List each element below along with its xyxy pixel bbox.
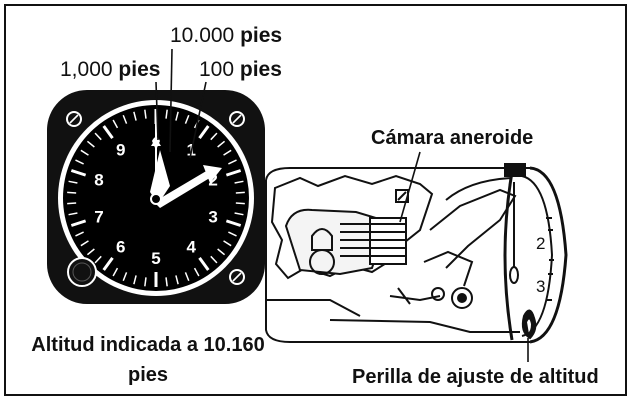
dial-tick <box>223 240 232 247</box>
dial-number: 5 <box>151 249 160 268</box>
dial-number: 6 <box>116 238 125 257</box>
knob-icon <box>67 257 97 287</box>
hand-1000 <box>150 150 170 204</box>
dial-tick <box>217 140 226 148</box>
dial-tick <box>165 109 168 119</box>
side-dial-numbers: 23 <box>536 234 545 296</box>
dial-tick <box>70 219 87 227</box>
dial-tick <box>235 202 245 205</box>
aneroid-chamber-icon <box>340 189 409 265</box>
dial-tick <box>175 275 179 285</box>
dial-tick <box>80 149 89 156</box>
dial-tick <box>68 212 78 216</box>
dial-tick <box>175 111 179 121</box>
dial-tick <box>210 255 218 264</box>
dial-tick <box>68 180 78 184</box>
hand-10000-tip <box>151 138 161 146</box>
dial-tick <box>144 109 147 119</box>
dial-tick <box>80 240 89 247</box>
dial-tick <box>217 248 226 256</box>
dial-number: 9 <box>116 140 125 159</box>
screw-top-right-icon <box>229 111 245 127</box>
label-perilla-ajuste: Perilla de ajuste de altitud <box>352 366 599 388</box>
dial-tick <box>228 159 237 165</box>
setting-knob-icon <box>521 309 537 340</box>
dial-tick <box>86 248 95 256</box>
dial-tick <box>102 125 114 140</box>
dial-tick <box>94 255 102 264</box>
dial-tick <box>67 191 77 194</box>
dial-tick <box>165 277 168 287</box>
dial-tick <box>122 114 128 124</box>
dial-tick <box>184 272 190 282</box>
dial-number: 3 <box>208 208 217 227</box>
screw-bottom-right-icon <box>229 269 245 285</box>
dial-tick <box>75 159 84 165</box>
label-100-number: 100 <box>199 58 235 81</box>
label-camara-aneroide: Cámara aneroide <box>371 127 534 149</box>
dial-tick <box>225 169 242 177</box>
dial-tick <box>70 169 87 177</box>
side-dial-number: 3 <box>536 277 545 296</box>
dial-tick <box>67 202 77 205</box>
dial-number: 4 <box>187 238 197 257</box>
dial-tick <box>234 180 244 184</box>
hand-100 <box>154 170 213 208</box>
side-dial-number: 2 <box>536 234 545 253</box>
label-1000-number: 1,000 <box>60 58 113 81</box>
dial-tick <box>223 149 232 156</box>
hand-hub <box>150 193 162 205</box>
dial-tick <box>198 256 210 271</box>
dial-tick <box>184 114 190 124</box>
cutaway-mechanism <box>265 151 568 362</box>
dial-tick <box>102 256 114 271</box>
dial-tick <box>122 272 128 282</box>
dial-tick <box>225 219 242 227</box>
dial-tick <box>193 267 200 277</box>
dial-tick <box>133 275 137 285</box>
label-10000-pies: 10.000 pies <box>170 24 282 48</box>
label-1000-pies: 1,000 pies <box>60 58 160 82</box>
dial-tick <box>210 132 218 141</box>
dial-tick <box>75 231 84 237</box>
label-1000-unit: pies <box>118 58 161 81</box>
screw-top-left-icon <box>66 111 82 127</box>
gear-linkage-icon <box>389 177 517 309</box>
label-10000-number: 10.000 <box>170 24 235 47</box>
dial-number: 7 <box>94 208 103 227</box>
altimeter-hands <box>150 110 222 208</box>
dial-tick <box>144 277 147 287</box>
dial-tick <box>94 132 102 141</box>
caption-altitud-indicada: Altitud indicada a 10.160 pies <box>31 334 265 386</box>
dial-tick <box>198 125 210 140</box>
dial-tick <box>133 111 137 121</box>
label-10000-unit: pies <box>240 24 283 47</box>
dial-tick <box>235 191 245 194</box>
dial-number: 8 <box>94 170 103 189</box>
dial-tick <box>234 212 244 216</box>
dial-tick <box>228 231 237 237</box>
label-100-unit: pies <box>239 58 282 81</box>
dial-tick <box>86 140 95 148</box>
dial-tick <box>112 267 119 277</box>
dial-number: 2 <box>208 170 217 189</box>
label-100-pies: 100 pies <box>199 58 282 82</box>
leader-lines <box>155 48 207 159</box>
dial-tick <box>112 119 119 129</box>
